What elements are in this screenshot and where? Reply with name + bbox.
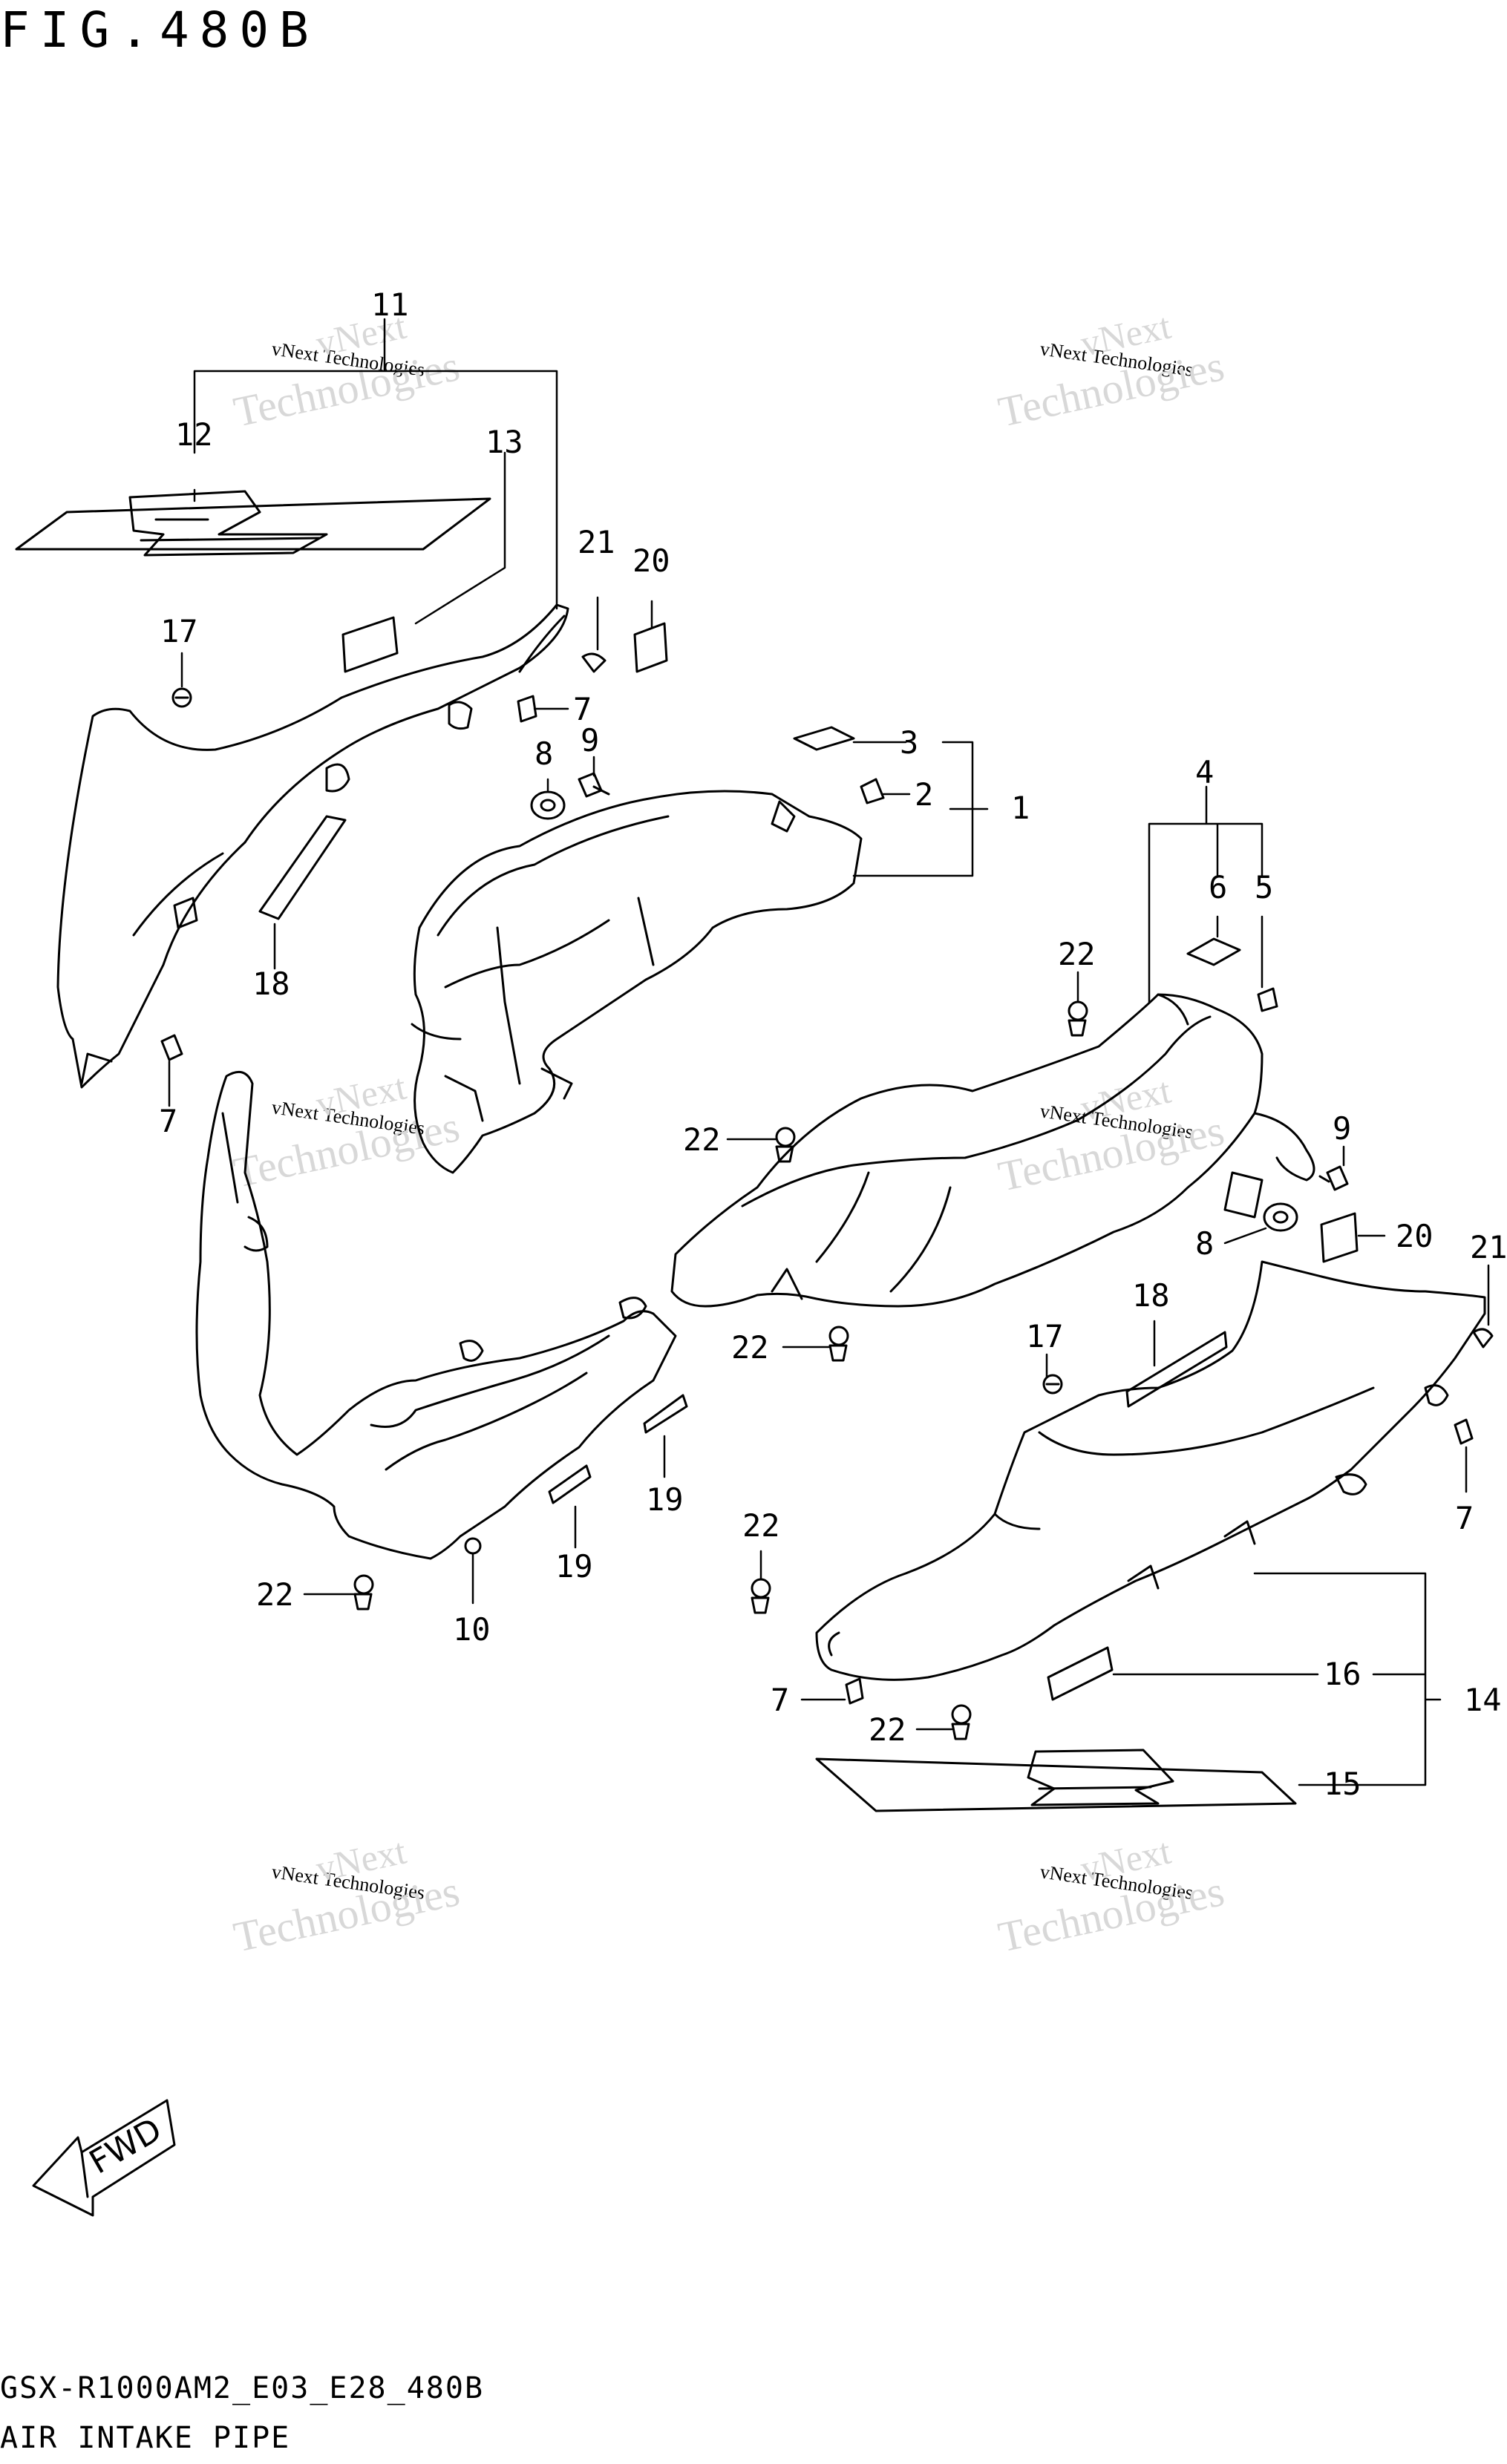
- callout-21a: 21: [578, 524, 615, 560]
- part-7-nut-b: [160, 1034, 183, 1061]
- callout-8a: 8: [535, 735, 553, 772]
- part-8-grommet-a: [530, 790, 566, 820]
- callout-17a: 17: [160, 613, 198, 649]
- figure-title: FIG.480B: [0, 1, 319, 59]
- part-2-pad: [860, 778, 885, 805]
- callout-18b: 18: [1132, 1277, 1170, 1314]
- callout-11: 11: [371, 286, 409, 323]
- part-17-screw-a: [171, 687, 192, 708]
- callout-7a: 7: [573, 691, 592, 727]
- callout-7d: 7: [771, 1682, 789, 1718]
- watermark-bottom-left: vNext Technologies Technologies vNext: [229, 1830, 463, 1962]
- decal-right-part-15: [815, 1749, 1297, 1812]
- part-7-nut-a: [517, 695, 537, 723]
- callout-22e: 22: [742, 1507, 780, 1544]
- callout-10: 10: [453, 1611, 491, 1648]
- callout-22a: 22: [1058, 936, 1096, 972]
- watermark-group: vNext Technologies Technologies vNext vN…: [229, 305, 1228, 1962]
- part-22-rivet-b: [775, 1127, 796, 1163]
- strip-part-18-left: [258, 815, 347, 920]
- part-22-rivet-d: [353, 1574, 374, 1611]
- callout-7b: 7: [159, 1103, 177, 1139]
- part-8-grommet-b: [1263, 1202, 1298, 1232]
- plate-part-16: [1047, 1646, 1114, 1701]
- leader-lines: [168, 318, 1490, 1786]
- cowl-upper-left: [56, 603, 569, 1089]
- callout-19b: 19: [646, 1481, 684, 1518]
- callout-9b: 9: [1333, 1110, 1351, 1147]
- callout-3: 3: [900, 724, 918, 761]
- cowl-lower-right-part-14: [815, 1260, 1486, 1681]
- part-9-bolt-b: [1318, 1165, 1349, 1191]
- callout-20a: 20: [632, 543, 670, 579]
- part-21b-clip: [1472, 1328, 1494, 1349]
- callout-12: 12: [175, 416, 213, 453]
- callout-7c: 7: [1455, 1500, 1474, 1536]
- part-3-pad: [793, 726, 855, 751]
- part-9-bolt-a: [578, 772, 610, 798]
- watermark-mid-right: vNext Technologies Technologies vNext: [994, 1069, 1228, 1201]
- model-code: GSX-R1000AM2_E03_E28_480B: [0, 2371, 485, 2405]
- fwd-arrow: FWD: [32, 2099, 176, 2217]
- callout-17b: 17: [1026, 1318, 1064, 1354]
- callout-22f: 22: [869, 1711, 906, 1748]
- plate-part-13: [341, 616, 399, 673]
- part-7-nut-c: [1454, 1418, 1474, 1445]
- watermark-top-right: vNext Technologies Technologies vNext: [994, 305, 1228, 436]
- air-intake-duct-part-1: [411, 790, 863, 1174]
- callout-1: 1: [1011, 790, 1030, 826]
- watermark-bottom-right: vNext Technologies Technologies vNext: [994, 1830, 1228, 1962]
- callout-14: 14: [1464, 1682, 1502, 1718]
- callout-5: 5: [1255, 869, 1273, 905]
- watermark-mid-left: vNext Technologies Technologies vNext: [229, 1066, 463, 1197]
- callout-8b: 8: [1195, 1225, 1214, 1262]
- callout-15: 15: [1324, 1766, 1361, 1802]
- callout-6: 6: [1209, 869, 1227, 905]
- callout-16: 16: [1324, 1656, 1361, 1692]
- part-7-nut-d: [845, 1677, 864, 1705]
- callout-22d: 22: [256, 1576, 294, 1613]
- part-20a-pad: [633, 622, 668, 673]
- callout-13: 13: [486, 424, 523, 460]
- callout-2: 2: [915, 776, 933, 813]
- part-17-screw-b: [1042, 1374, 1063, 1395]
- part-20b-pad: [1320, 1212, 1359, 1263]
- part-5-pad: [1257, 987, 1278, 1012]
- cowl-lower-left: [195, 1070, 677, 1560]
- callout-22b: 22: [683, 1121, 721, 1158]
- part-22-rivet-f: [951, 1704, 972, 1740]
- part-6-pad: [1186, 937, 1241, 966]
- strip-part-18-right: [1125, 1331, 1228, 1408]
- callout-19a: 19: [555, 1548, 593, 1585]
- section-title: AIR INTAKE PIPE: [0, 2421, 291, 2455]
- air-intake-duct-part-4: [670, 993, 1315, 1308]
- part-22-rivet-c: [828, 1326, 849, 1362]
- part-22-rivet-e: [751, 1578, 771, 1614]
- strips-part-19: [548, 1394, 688, 1504]
- small-parts: [581, 622, 1494, 1349]
- callout-20b: 20: [1396, 1218, 1434, 1254]
- callout-labels: 11 12 13 21 20 17 7 3 8 9 2 1 4 6 5 18 2…: [159, 286, 1507, 1802]
- part-10-screw: [464, 1537, 482, 1555]
- part-22-rivet-a: [1068, 1000, 1088, 1037]
- callout-18a: 18: [252, 966, 290, 1002]
- fasteners: [160, 687, 1474, 1740]
- decal-left-part-12: [15, 490, 491, 557]
- callout-4: 4: [1195, 754, 1214, 790]
- callout-22c: 22: [731, 1329, 769, 1366]
- part-21a-clip: [581, 652, 607, 673]
- callout-21b: 21: [1470, 1229, 1507, 1265]
- callout-9a: 9: [581, 722, 599, 758]
